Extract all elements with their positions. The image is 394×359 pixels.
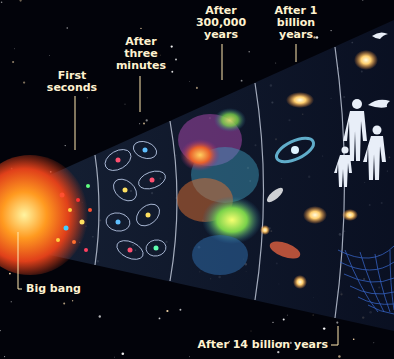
star [140,28,141,29]
star [146,119,148,121]
star [313,36,315,38]
star [353,338,355,340]
star [65,145,66,146]
star [189,80,191,82]
star [4,356,5,357]
time-label: First seconds [40,70,104,94]
time-label: After three minutes [114,36,168,72]
star [336,322,338,324]
time-label: After 1 billion years [266,5,326,41]
star [14,48,16,50]
star [139,123,140,124]
star [72,300,73,301]
star [241,80,243,82]
star [323,327,325,329]
star [313,315,314,316]
event-label: Big bang [26,283,81,295]
star [272,322,273,323]
star [19,0,21,2]
star [362,0,363,1]
star [250,330,252,332]
star [330,30,331,31]
star [114,356,116,358]
star [166,310,168,312]
star [9,273,11,275]
star [171,45,173,47]
star [1,1,3,3]
star [67,27,68,28]
star [248,51,250,53]
star [175,59,177,61]
star [11,301,12,302]
star [99,315,101,317]
star [122,353,125,356]
star [275,62,276,63]
star [124,103,126,105]
star [159,318,161,320]
star [23,81,25,83]
star [316,36,318,38]
star [87,97,88,98]
star [0,330,1,331]
star [373,342,375,344]
star [188,356,190,358]
star [283,319,285,321]
star [159,54,161,56]
star [196,87,198,89]
star [49,55,51,57]
star [286,314,288,316]
star [338,355,341,358]
star [179,309,181,311]
star [277,351,279,353]
star [143,123,145,125]
star [171,71,173,73]
time-label: After 14 billion years [197,339,328,351]
star [63,303,65,305]
time-label: After 300,000 years [190,5,252,41]
star [12,61,14,63]
